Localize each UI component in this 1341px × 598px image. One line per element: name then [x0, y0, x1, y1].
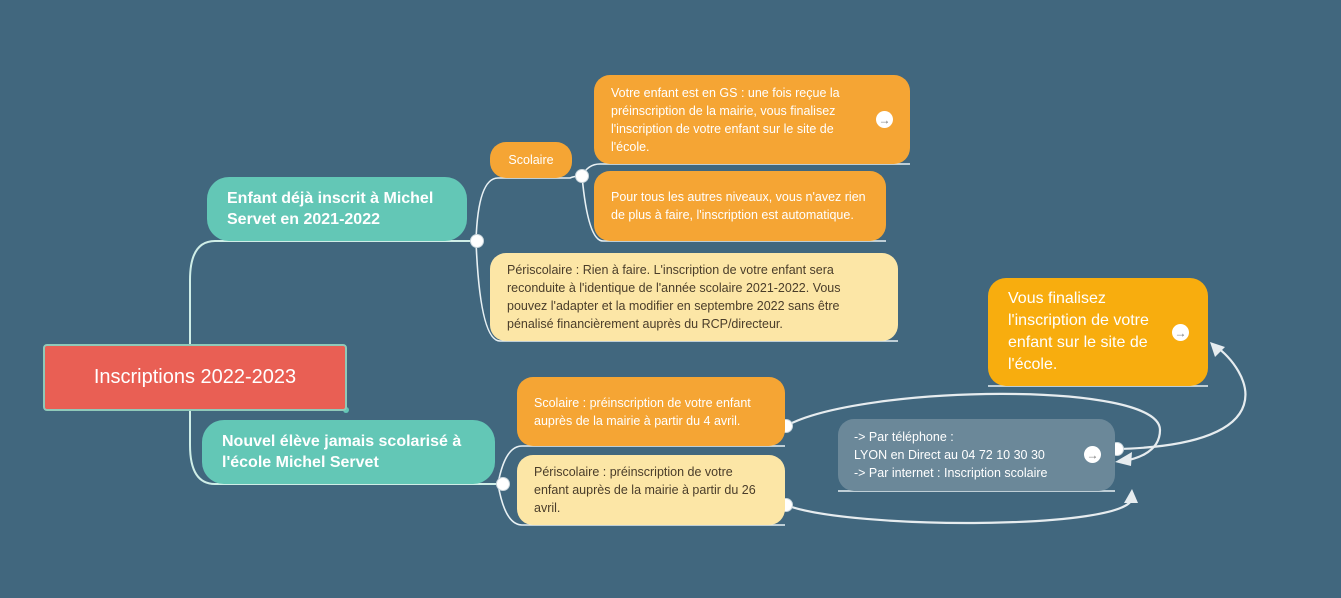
- root-topic[interactable]: Inscriptions 2022-2023: [43, 344, 347, 411]
- topic-existing-periscolaire[interactable]: Périscolaire : Rien à faire. L'inscripti…: [490, 253, 898, 341]
- relation-arrowhead-1: [1115, 452, 1132, 466]
- connector-root-existing: [189, 240, 476, 344]
- root-topic-label: Inscriptions 2022-2023: [93, 366, 297, 388]
- topic-other-levels-text: Pour tous les autres niveaux, vous n'ave…: [611, 190, 866, 222]
- topic-new-scolaire[interactable]: Scolaire : préinscription de votre enfan…: [517, 377, 785, 446]
- topic-existing-periscolaire-text: Périscolaire : Rien à faire. L'inscripti…: [507, 263, 841, 331]
- junction-dot-existing: [470, 234, 484, 248]
- junction-dot-new: [496, 477, 510, 491]
- relation-arrowhead-2: [1124, 489, 1138, 503]
- connector-existing-periscolaire: [475, 240, 898, 342]
- branch-existing-student-label: Enfant déjà inscrit à Michel Servet en 2…: [227, 190, 434, 228]
- branch-new-student-label: Nouvel élève jamais scolarisé à l'école …: [222, 433, 462, 471]
- topic-finalize-online[interactable]: Vous finalisez l'inscription de votre en…: [988, 278, 1208, 386]
- topic-gs-finalize-text: Votre enfant est en GS : une fois reçue …: [611, 85, 840, 154]
- connector-new-scolaire: [497, 445, 785, 485]
- topic-new-periscolaire-text: Périscolaire : préinscription de votre e…: [534, 465, 756, 515]
- arrow-right-icon[interactable]: →: [876, 111, 893, 128]
- branch-existing-student[interactable]: Enfant déjà inscrit à Michel Servet en 2…: [207, 177, 467, 241]
- topic-gs-finalize[interactable]: Votre enfant est en GS : une fois reçue …: [594, 75, 910, 164]
- topic-new-scolaire-text: Scolaire : préinscription de votre enfan…: [534, 395, 751, 428]
- arrow-right-icon[interactable]: →: [1172, 324, 1189, 341]
- contact-phone-number: LYON en Direct au 04 72 10 30 30: [854, 448, 1045, 462]
- topic-existing-scolaire[interactable]: Scolaire: [490, 142, 572, 178]
- connector-root-new: [189, 411, 498, 485]
- relation-periscolaire-contact: [785, 497, 1134, 525]
- relation-arrowhead-3: [1210, 342, 1225, 357]
- branch-new-student[interactable]: Nouvel élève jamais scolarisé à l'école …: [202, 420, 495, 484]
- topic-other-levels[interactable]: Pour tous les autres niveaux, vous n'ave…: [594, 171, 886, 241]
- topic-new-periscolaire[interactable]: Périscolaire : préinscription de votre e…: [517, 455, 785, 525]
- connector-scolaire-others: [581, 175, 886, 242]
- connector-existing-scolaire: [475, 175, 583, 242]
- junction-dot-scolaire: [575, 169, 589, 183]
- contact-phone-label: -> Par téléphone :: [854, 430, 954, 444]
- arrow-right-icon[interactable]: →: [1084, 446, 1101, 463]
- relation-scolaire-contact: [785, 392, 1162, 464]
- topic-finalize-online-text: Vous finalisez l'inscription de votre en…: [1008, 290, 1149, 373]
- topic-contact-methods[interactable]: -> Par téléphone : LYON en Direct au 04 …: [838, 419, 1115, 491]
- connector-new-periscolaire: [497, 483, 785, 526]
- contact-internet: -> Par internet : Inscription scolaire: [854, 466, 1048, 480]
- topic-existing-scolaire-label: Scolaire: [508, 153, 554, 167]
- relation-contact-finalize: [1116, 344, 1247, 451]
- contact-text: -> Par téléphone : LYON en Direct au 04 …: [854, 428, 1048, 482]
